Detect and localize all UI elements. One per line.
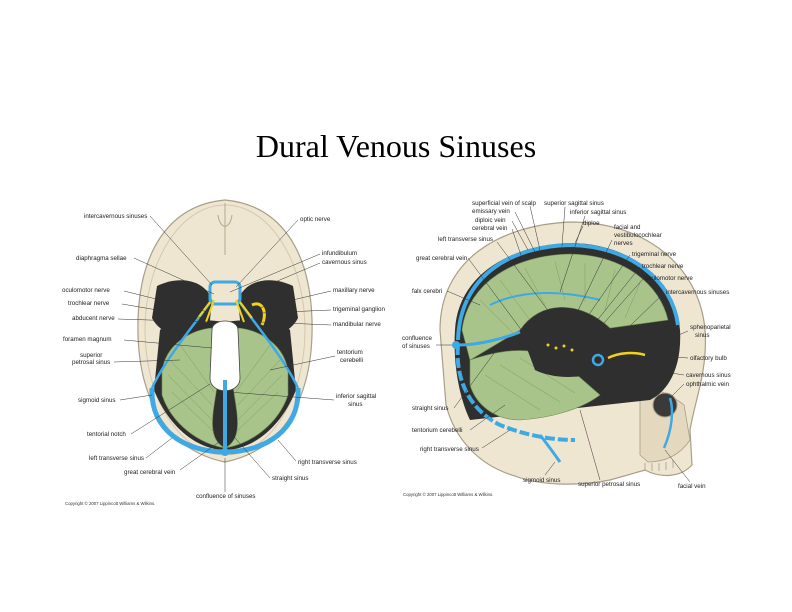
label-olfactory-bulb: olfactory bulb <box>690 355 727 362</box>
foramen-magnum <box>209 320 241 392</box>
label-tentorium-cerebelli-r: tentorium cerebelli <box>412 427 463 434</box>
orbit <box>652 392 678 418</box>
label-facial-vestib-1: facial and <box>614 224 641 231</box>
label-optic-nerve: optic nerve <box>300 216 331 223</box>
label-right-transverse-sinus: right transverse sinus <box>298 459 357 466</box>
label-sphenoparietal-1: sphenoparietal <box>690 324 731 331</box>
label-maxillary-nerve: maxillary nerve <box>333 287 375 294</box>
label-straight-sinus-r: straight sinus <box>412 405 448 412</box>
slide-title: Dural Venous Sinuses <box>255 128 537 164</box>
label-cavernous-sinus: cavernous sinus <box>322 259 367 266</box>
label-great-cerebral-vein: great cerebral vein <box>124 469 176 476</box>
label-sigmoid-sinus: sigmoid sinus <box>78 397 116 404</box>
label-trochlear-nerve: trochlear nerve <box>68 300 110 307</box>
label-abducent-nerve: abducent nerve <box>72 315 115 322</box>
label-diploe: diploe <box>583 220 600 227</box>
label-diaphragma-sellae: diaphragma sellae <box>76 255 127 262</box>
label-facial-vein: facial vein <box>678 483 706 490</box>
label-cavernous-sinus-r: cavernous sinus <box>686 372 731 379</box>
label-great-cerebral-vein-r: great cerebral vein <box>416 255 468 262</box>
label-sphenoparietal-2: sinus <box>695 332 709 339</box>
label-superior-petrosal-r: superior petrosal sinus <box>578 481 640 488</box>
confluence-dot <box>221 448 229 456</box>
olfactory-yellow <box>607 351 646 360</box>
label-inferior-sagittal-1: inferior sagittal <box>336 393 376 400</box>
label-mandibular-nerve: mandibular nerve <box>333 321 381 328</box>
label-tentorium-1: tentorium <box>337 349 363 356</box>
label-facial-vestib-2: vestibulocochlear <box>614 232 662 239</box>
label-falx-cerebri: falx cerebri <box>412 288 442 295</box>
label-right-transverse-sinus-r: right transverse sinus <box>420 446 479 453</box>
label-emissary-vein: emissary vein <box>472 208 510 215</box>
label-cerebral-vein: cerebral vein <box>472 225 508 232</box>
tentorium-striations <box>167 344 283 433</box>
trigeminal-ganglion-shape <box>251 302 266 326</box>
cranial-nerves <box>197 299 253 323</box>
teeth <box>644 460 674 471</box>
label-facial-vestib-3: nerves <box>614 240 633 247</box>
label-superior-petrosal-2: petrosal sinus <box>72 359 110 366</box>
straight-sinus-right <box>457 330 521 347</box>
label-inferior-sagittal-2: sinus <box>348 401 362 408</box>
label-superior-petrosal-1: superior <box>80 352 102 359</box>
label-tentorium-2: cerebelli <box>340 357 363 364</box>
label-oculomotor-nerve-r: oculomotor nerve <box>645 275 693 282</box>
label-trigeminal-ganglion: trigeminal ganglion <box>333 306 385 313</box>
label-confluence-of-sinuses: confluence of sinuses <box>196 493 256 500</box>
label-left-transverse-sinus-r: left transverse sinus <box>438 236 493 243</box>
label-foramen-magnum: foramen magnum <box>63 336 112 343</box>
label-oculomotor-nerve: oculomotor nerve <box>62 287 110 294</box>
cavernous-sinus-shape <box>208 280 242 306</box>
label-superior-sagittal-sinus: superior sagittal sinus <box>544 200 604 207</box>
label-intercavernous-sinuses: intercavernous sinuses <box>84 213 147 220</box>
brainstem-area <box>520 318 610 377</box>
crista-galli <box>217 203 233 255</box>
label-straight-sinus: straight sinus <box>272 475 308 482</box>
label-left-transverse-sinus: left transverse sinus <box>89 455 144 462</box>
label-superficial-vein-scalp: superficial vein of scalp <box>472 200 537 207</box>
label-confluence-1: confluence <box>402 335 432 342</box>
label-sigmoid-sinus-r: sigmoid sinus <box>523 477 561 484</box>
label-infundibulum: infundibulum <box>322 250 357 257</box>
confluence-right-dot <box>452 341 460 349</box>
label-ophthalmic-vein: ophthalmic vein <box>686 381 730 388</box>
label-intercavernous-sinuses-r: intercavernous sinuses <box>666 289 729 296</box>
transverse-sinus-right <box>455 344 576 442</box>
nerve-dots <box>546 343 574 352</box>
label-inferior-sagittal-sinus: inferior sagittal sinus <box>570 209 626 216</box>
facial-ophthalmic-vein <box>662 397 674 449</box>
cavernous-right <box>591 353 605 367</box>
superior-sagittal-sinus <box>456 242 680 341</box>
sigmoid-sinus-right <box>538 434 562 463</box>
label-diploic-vein: diploic vein <box>475 217 506 224</box>
label-trigeminal-nerve: trigeminal nerve <box>632 251 677 258</box>
label-tentorial-notch: tentorial notch <box>87 431 126 438</box>
right-copyright: Copyright © 2007 Lippincott Williams & W… <box>403 492 493 497</box>
label-trochlear-nerve-r: trochlear nerve <box>642 263 684 270</box>
label-confluence-2: of sinuses <box>402 343 430 350</box>
left-copyright: Copyright © 2007 Lippincott Williams & W… <box>65 501 155 506</box>
